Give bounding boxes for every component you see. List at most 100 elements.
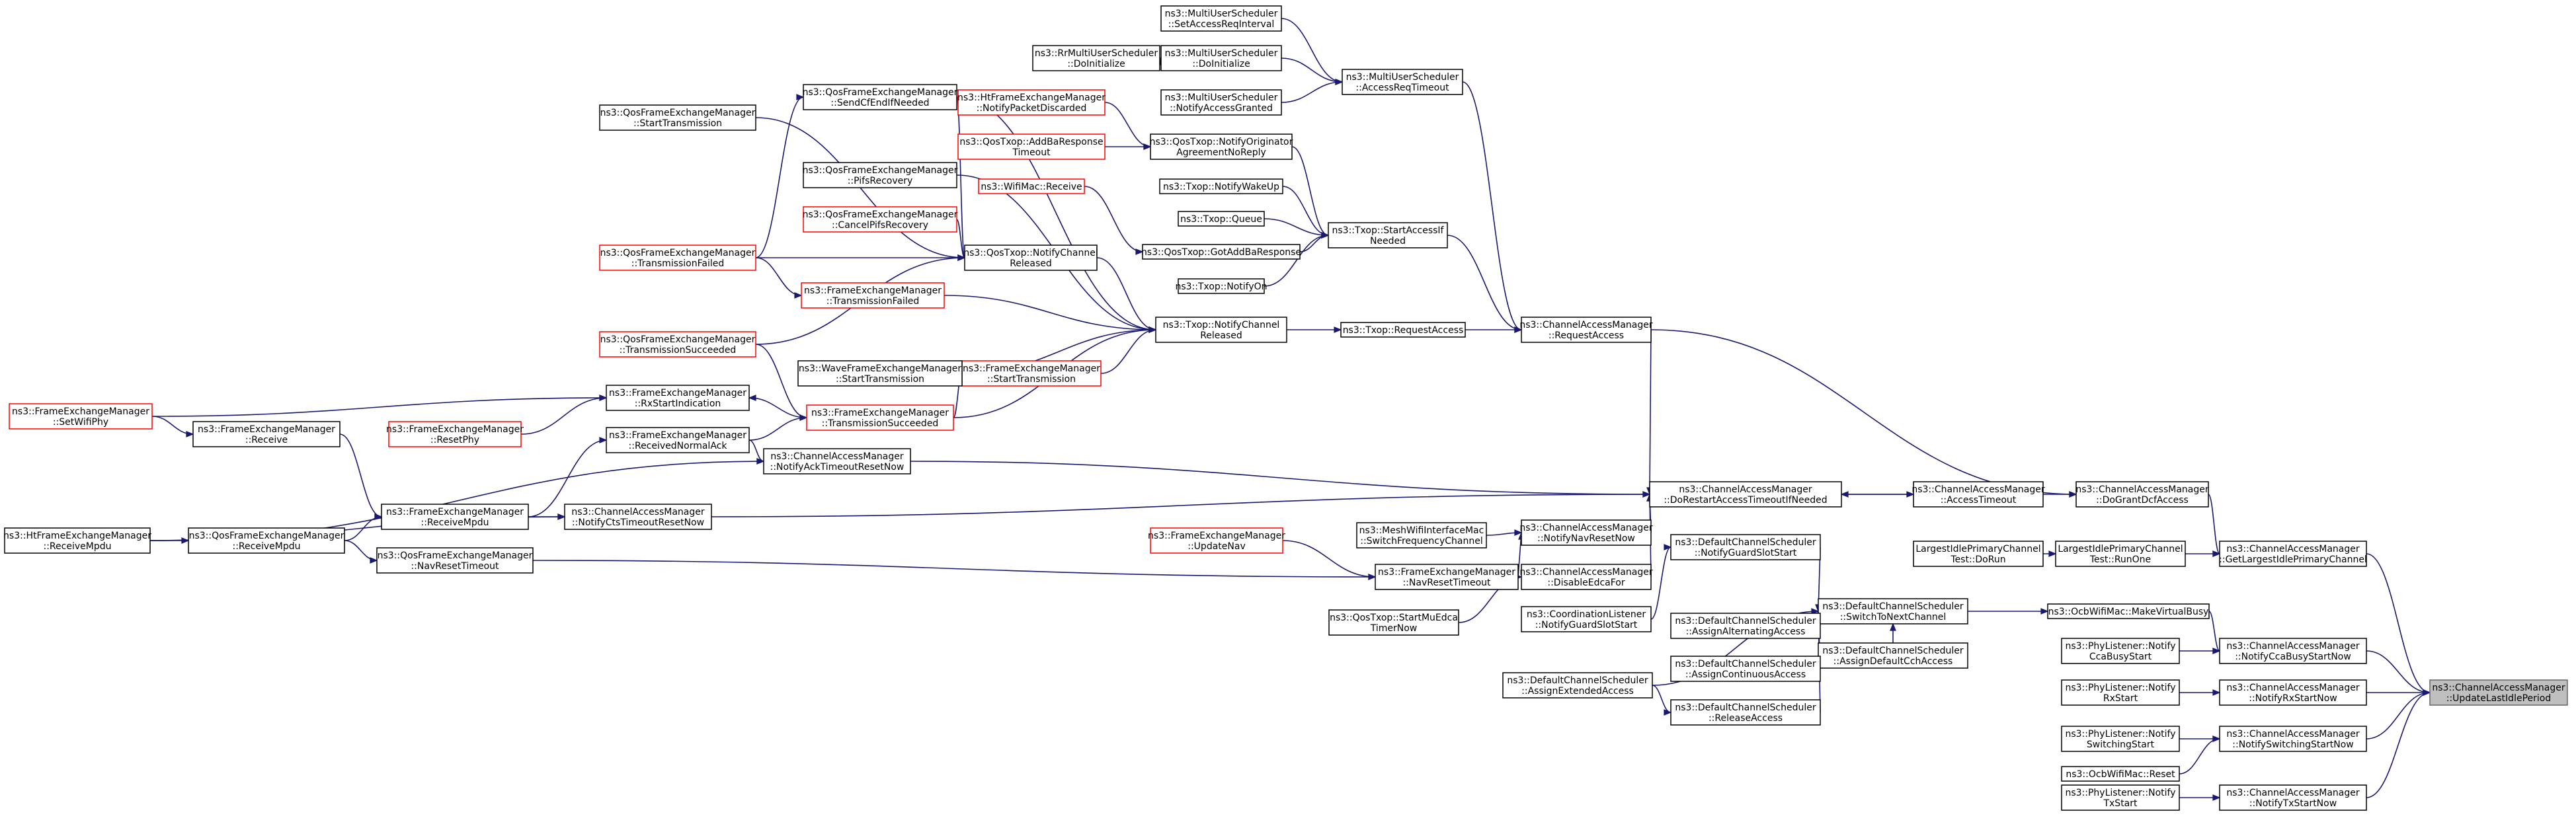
node-ns3-defaultchannelscheduler-releaseaccess[interactable]: ns3::DefaultChannelScheduler::ReleaseAcc… — [1670, 699, 1821, 726]
edge-ns3-channelaccessmanager-getlargestidleprimarychannel-to-ns3-channelaccessmanager-updatelastidleperiod — [2366, 553, 2431, 696]
node-ns3-frameexchangemanager-receivednormalack[interactable]: ns3::FrameExchangeManager::ReceivedNorma… — [606, 427, 750, 453]
node-box — [381, 504, 529, 530]
node-ns3-frameexchangemanager-updatenav[interactable]: ns3::FrameExchangeManager::UpdateNav — [1148, 527, 1285, 554]
node-box — [4, 527, 151, 554]
node-ns3-qosframeexchangemanager-pifsrecovery[interactable]: ns3::QosFrameExchangeManager::PifsRecove… — [803, 162, 958, 188]
node-ns3-channelaccessmanager-updatelastidleperiod[interactable]: ns3::ChannelAccessManager::UpdateLastIdl… — [2429, 679, 2568, 706]
node-ns3-qostxop-gotaddbaresponse[interactable]: ns3::QosTxop::GotAddBaResponse — [1141, 244, 1301, 260]
node-ns3-channelaccessmanager-notifyacktimeoutresetnow[interactable]: ns3::ChannelAccessManager::NotifyAckTime… — [763, 448, 911, 474]
node-ns3-txop-queue[interactable]: ns3::Txop::Queue — [1178, 211, 1265, 227]
edge-ns3-defaultchannelscheduler-assignextendedaccess-to-ns3-defaultchannelscheduler-releaseaccess — [1652, 685, 1672, 716]
node-ns3-frameexchangemanager-transmissionfailed[interactable]: ns3::FrameExchangeManager::TransmissionF… — [801, 282, 945, 309]
node-ns3-multiuserscheduler-accessreqtimeout[interactable]: ns3::MultiUserScheduler::AccessReqTimeou… — [1342, 69, 1463, 95]
node-label-line: ::NotifyAckTimeoutResetNow — [770, 462, 905, 473]
node-label-line: ns3::HtFrameExchangeManager — [3, 531, 151, 541]
node-ns3-qosframeexchangemanager-transmissionfailed[interactable]: ns3::QosFrameExchangeManager::Transmissi… — [599, 245, 756, 271]
node-ns3-defaultchannelscheduler-assignextendedaccess[interactable]: ns3::DefaultChannelScheduler::AssignExte… — [1502, 672, 1653, 699]
node-box — [806, 404, 954, 431]
node-box — [978, 178, 1085, 194]
node-box — [957, 133, 1106, 160]
node-ns3-qosframeexchangemanager-receivempdu[interactable]: ns3::QosFrameExchangeManager::ReceiveMpd… — [188, 527, 345, 554]
node-ns3-multiuserscheduler-setaccessreqinterval[interactable]: ns3::MultiUserScheduler::SetAccessReqInt… — [1160, 5, 1282, 32]
node-ns3-channelaccessmanager-notifytxstartnow[interactable]: ns3::ChannelAccessManager::NotifyTxStart… — [2219, 784, 2367, 811]
node-box — [2061, 784, 2180, 811]
node-ns3-channelaccessmanager-requestaccess[interactable]: ns3::ChannelAccessManager::RequestAccess — [1519, 317, 1653, 343]
node-label-line: ns3::QosFrameExchangeManager — [378, 550, 533, 561]
node-ns3-channelaccessmanager-notifyswitchingstartnow[interactable]: ns3::ChannelAccessManager::NotifySwitchi… — [2219, 726, 2367, 752]
node-ns3-txop-notifyon[interactable]: ns3::Txop::NotifyOn — [1175, 278, 1268, 294]
node-ns3-frameexchangemanager-transmissionsucceeded[interactable]: ns3::FrameExchangeManager::TransmissionS… — [806, 404, 954, 431]
node-label-line: ns3::QosTxop::GotAddBaResponse — [1141, 247, 1301, 258]
node-ns3-channelaccessmanager-disableedcafor[interactable]: ns3::ChannelAccessManager::DisableEdcaFo… — [1519, 564, 1653, 590]
node-ns3-channelaccessmanager-dorestartaccesstimeoutifneeded[interactable]: ns3::ChannelAccessManager::DoRestartAcce… — [1649, 481, 1842, 508]
node-ns3-frameexchangemanager-starttransmission[interactable]: ns3::FrameExchangeManager::StartTransmis… — [961, 360, 1102, 387]
node-ns3-defaultchannelscheduler-notifyguardslotstart[interactable]: ns3::DefaultChannelScheduler::NotifyGuar… — [1670, 534, 1821, 560]
edge-ns3-qosframeexchangemanager-transmissionfailed-to-ns3-qostxop-notifychannelreleased — [756, 254, 966, 261]
node-ns3-qosframeexchangemanager-cancelpifsrecovery[interactable]: ns3::QosFrameExchangeManager::CancelPifs… — [803, 206, 958, 233]
edge-ns3-frameexchangemanager-resetphy-to-ns3-frameexchangemanager-rxstartindication — [520, 395, 608, 435]
node-ns3-meshwifiinterfacemac-switchfrequencychannel[interactable]: ns3::MeshWifiInterfaceMac::SwitchFrequen… — [1356, 522, 1487, 548]
node-ns3-txop-requestaccess[interactable]: ns3::Txop::RequestAccess — [1340, 322, 1466, 338]
node-ns3-frameexchangemanager-setwifiphy[interactable]: ns3::FrameExchangeManager::SetWifiPhy — [9, 403, 153, 430]
node-ns3-channelaccessmanager-notifyrxstartnow[interactable]: ns3::ChannelAccessManager::NotifyRxStart… — [2219, 679, 2367, 706]
node-ns3-defaultchannelscheduler-assigndefaultcchaccess[interactable]: ns3::DefaultChannelScheduler::AssignDefa… — [1818, 642, 1968, 669]
node-ns3-frameexchangemanager-receivempdu[interactable]: ns3::FrameExchangeManager::ReceiveMpdu — [381, 504, 529, 530]
node-ns3-qostxop-notifyoriginatoragreementnoreply[interactable]: ns3::QosTxop::NotifyOriginatorAgreementN… — [1150, 133, 1293, 160]
node-ns3-channelaccessmanager-notifyctstimeoutresetnow[interactable]: ns3::ChannelAccessManager::NotifyCtsTime… — [564, 504, 712, 530]
node-ns3-multiuserscheduler-notifyaccessgranted[interactable]: ns3::MultiUserScheduler::NotifyAccessGra… — [1160, 89, 1282, 116]
node-label-line: ns3::ChannelAccessManager — [2432, 683, 2565, 693]
node-ns3-ocbwifimac-makevirtualbusy[interactable]: ns3::OcbWifiMac::MakeVirtualBusy — [2047, 603, 2210, 619]
node-ns3-coordinationlistener-notifyguardslotstart[interactable]: ns3::CoordinationListener::NotifyGuardSl… — [1521, 606, 1652, 632]
edge-ns3-htframeexchangemanager-notifypacketdiscarded-to-ns3-qostxop-notifyoriginatoragreementnoreply — [1104, 102, 1152, 150]
node-ns3-phylistener-notifyswitchingstart[interactable]: ns3::PhyListener::NotifySwitchingStart — [2061, 726, 2180, 752]
node-label-line: ns3::MeshWifiInterfaceMac — [1359, 525, 1484, 536]
node-ns3-frameexchangemanager-rxstartindication[interactable]: ns3::FrameExchangeManager::RxStartIndica… — [606, 385, 750, 411]
node-ns3-channelaccessmanager-getlargestidleprimarychannel[interactable]: ns3::ChannelAccessManager::GetLargestIdl… — [2219, 541, 2367, 567]
node-ns3-defaultchannelscheduler-assigncontinuousaccess[interactable]: ns3::DefaultChannelScheduler::AssignCont… — [1670, 656, 1821, 682]
node-ns3-ocbwifimac-reset[interactable]: ns3::OcbWifiMac::Reset — [2061, 766, 2180, 782]
node-label-line: ::SetWifiPhy — [53, 417, 108, 428]
node-ns3-wifimac-receive[interactable]: ns3::WifiMac::Receive — [978, 178, 1085, 194]
node-ns3-qosframeexchangemanager-navresettimeout[interactable]: ns3::QosFrameExchangeManager::NavResetTi… — [376, 547, 534, 574]
node-label-line: ns3::ChannelAccessManager — [1519, 320, 1653, 330]
node-ns3-frameexchangemanager-receive[interactable]: ns3::FrameExchangeManager::Receive — [192, 421, 341, 447]
node-ns3-channelaccessmanager-dograntdcfaccess[interactable]: ns3::ChannelAccessManager::DoGrantDcfAcc… — [2075, 481, 2209, 508]
node-ns3-phylistener-notifytxstart[interactable]: ns3::PhyListener::NotifyTxStart — [2061, 784, 2180, 811]
node-ns3-channelaccessmanager-accesstimeout[interactable]: ns3::ChannelAccessManager::AccessTimeout — [1912, 481, 2045, 508]
node-box — [957, 89, 1106, 116]
node-ns3-qosframeexchangemanager-sendcfendifneeded[interactable]: ns3::QosFrameExchangeManager::SendCfEndI… — [803, 84, 958, 110]
node-ns3-qosframeexchangemanager-transmissionsucceeded[interactable]: ns3::QosFrameExchangeManager::Transmissi… — [599, 331, 756, 358]
node-box — [2047, 603, 2210, 619]
node-ns3-frameexchangemanager-resetphy[interactable]: ns3::FrameExchangeManager::ResetPhy — [386, 421, 524, 447]
node-ns3-multiuserscheduler-doinitialize[interactable]: ns3::MultiUserScheduler::DoInitialize — [1160, 45, 1282, 71]
node-ns3-phylistener-notifyrxstart[interactable]: ns3::PhyListener::NotifyRxStart — [2061, 679, 2180, 706]
node-label-line: ::ReceiveMpdu — [233, 541, 301, 552]
node-label-line: ns3::DefaultChannelScheduler — [1675, 702, 1816, 713]
node-ns3-qosframeexchangemanager-starttransmission[interactable]: ns3::QosFrameExchangeManager::StartTrans… — [599, 104, 756, 131]
node-ns3-waveframeexchangemanager-starttransmission[interactable]: ns3::WaveFrameExchangeManager::StartTran… — [797, 360, 963, 387]
node-ns3-txop-notifywakeup[interactable]: ns3::Txop::NotifyWakeUp — [1159, 178, 1283, 194]
node-box — [1150, 133, 1293, 160]
node-ns3-rrmultiuserscheduler-doinitialize[interactable]: ns3::RrMultiUserScheduler::DoInitialize — [1032, 45, 1160, 71]
node-label-line: ns3::PhyListener::Notify — [2065, 641, 2175, 652]
node-ns3-defaultchannelscheduler-switchtonextchannel[interactable]: ns3::DefaultChannelScheduler::SwitchToNe… — [1818, 598, 1968, 624]
node-ns3-htframeexchangemanager-notifypacketdiscarded[interactable]: ns3::HtFrameExchangeManager::NotifyPacke… — [957, 89, 1106, 116]
node-ns3-defaultchannelscheduler-assignalternatingaccess[interactable]: ns3::DefaultChannelScheduler::AssignAlte… — [1670, 613, 1821, 639]
node-label-line: ns3::QosFrameExchangeManager — [803, 209, 958, 220]
node-label-line: ::RxStartIndication — [635, 398, 721, 409]
node-ns3-frameexchangemanager-navresettimeout[interactable]: ns3::FrameExchangeManager::NavResetTimeo… — [1375, 564, 1519, 590]
node-ns3-htframeexchangemanager-receivempdu[interactable]: ns3::HtFrameExchangeManager::ReceiveMpdu — [3, 527, 151, 554]
node-ns3-phylistener-notifyccabusystart[interactable]: ns3::PhyListener::NotifyCcaBusyStart — [2061, 638, 2180, 664]
node-ns3-channelaccessmanager-notifyccabusystartnow[interactable]: ns3::ChannelAccessManager::NotifyCcaBusy… — [2219, 638, 2367, 664]
node-box — [763, 448, 911, 474]
node-ns3-channelaccessmanager-notifynavresetnow[interactable]: ns3::ChannelAccessManager::NotifyNavRese… — [1519, 519, 1653, 546]
edge-ns3-wifimac-receive-to-ns3-qostxop-gotaddbaresponse — [1084, 186, 1144, 255]
node-label-line: ::SetAccessReqInterval — [1168, 19, 1275, 30]
